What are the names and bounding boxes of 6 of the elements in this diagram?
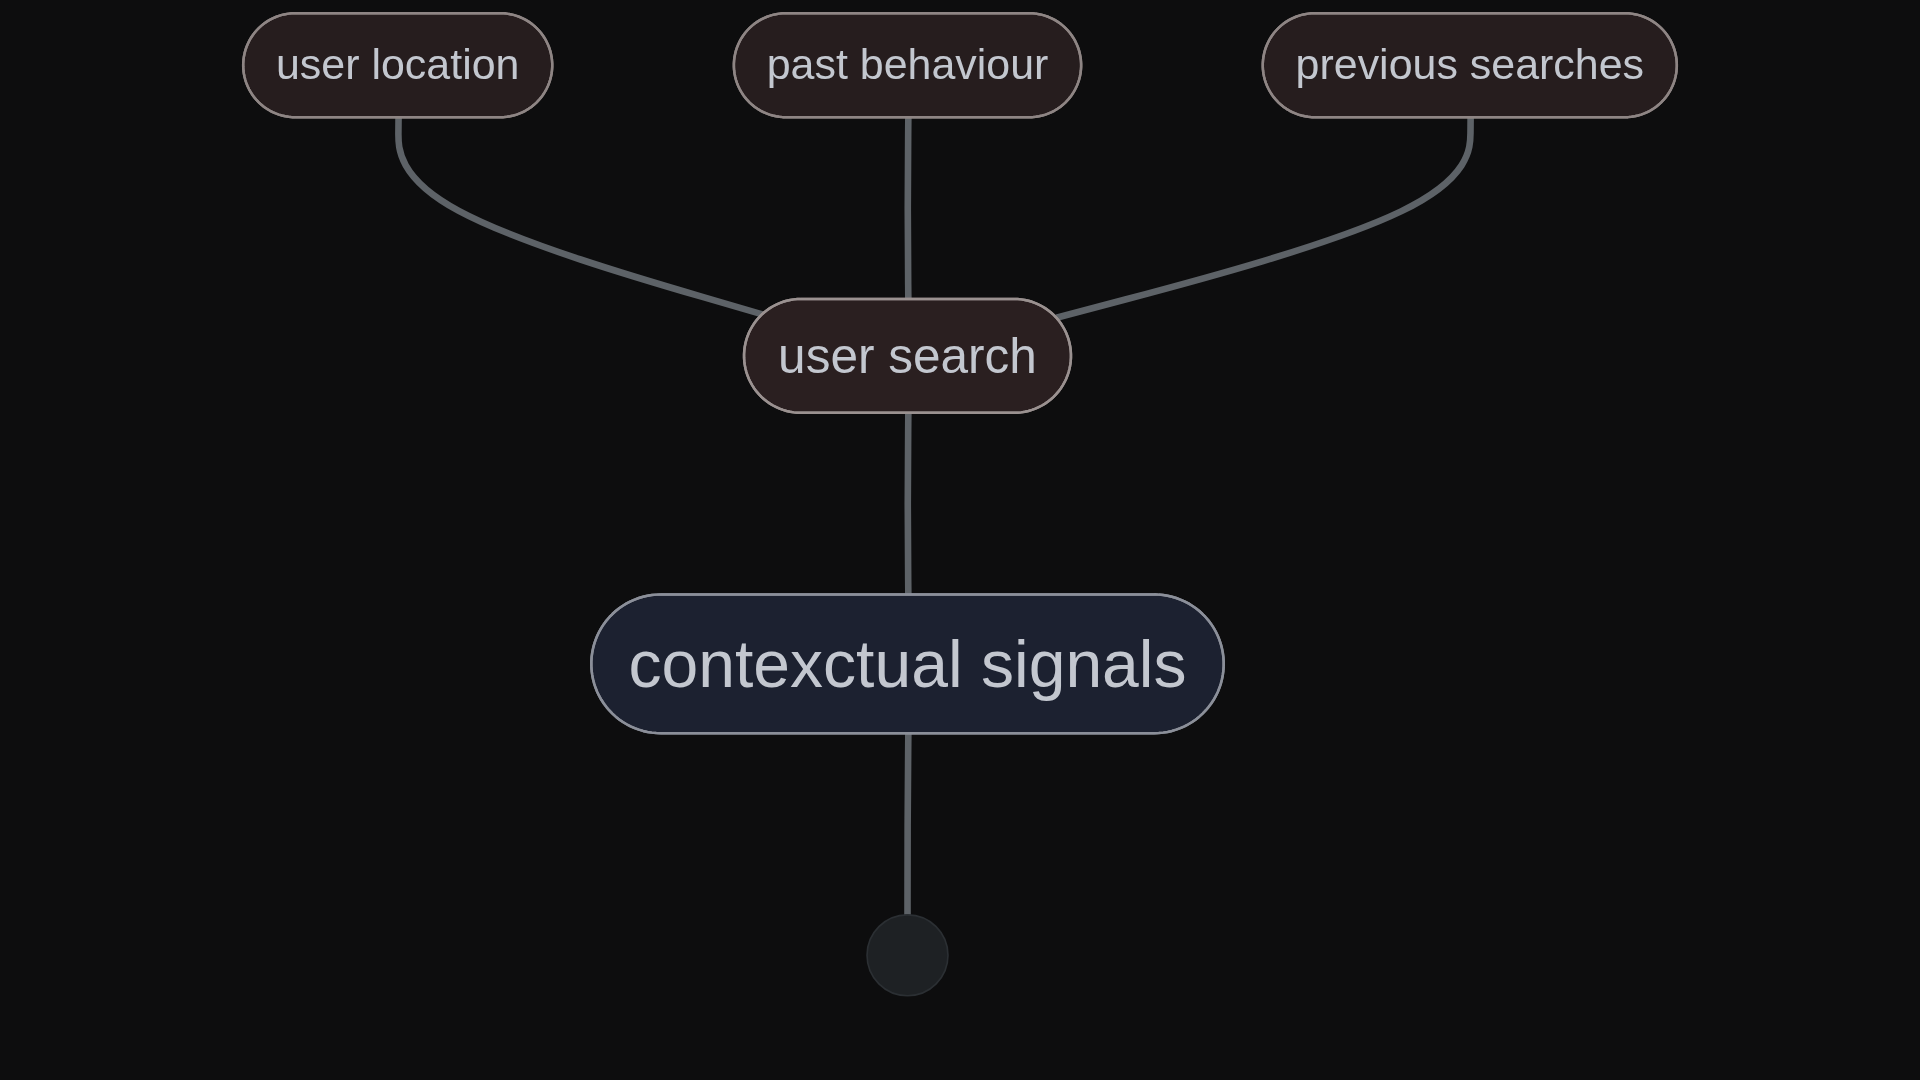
connector [904, 118, 912, 300]
connector [904, 734, 912, 915]
connector [1055, 118, 1474, 321]
node-circle [866, 914, 949, 997]
connector [395, 118, 765, 318]
connector [904, 413, 912, 596]
